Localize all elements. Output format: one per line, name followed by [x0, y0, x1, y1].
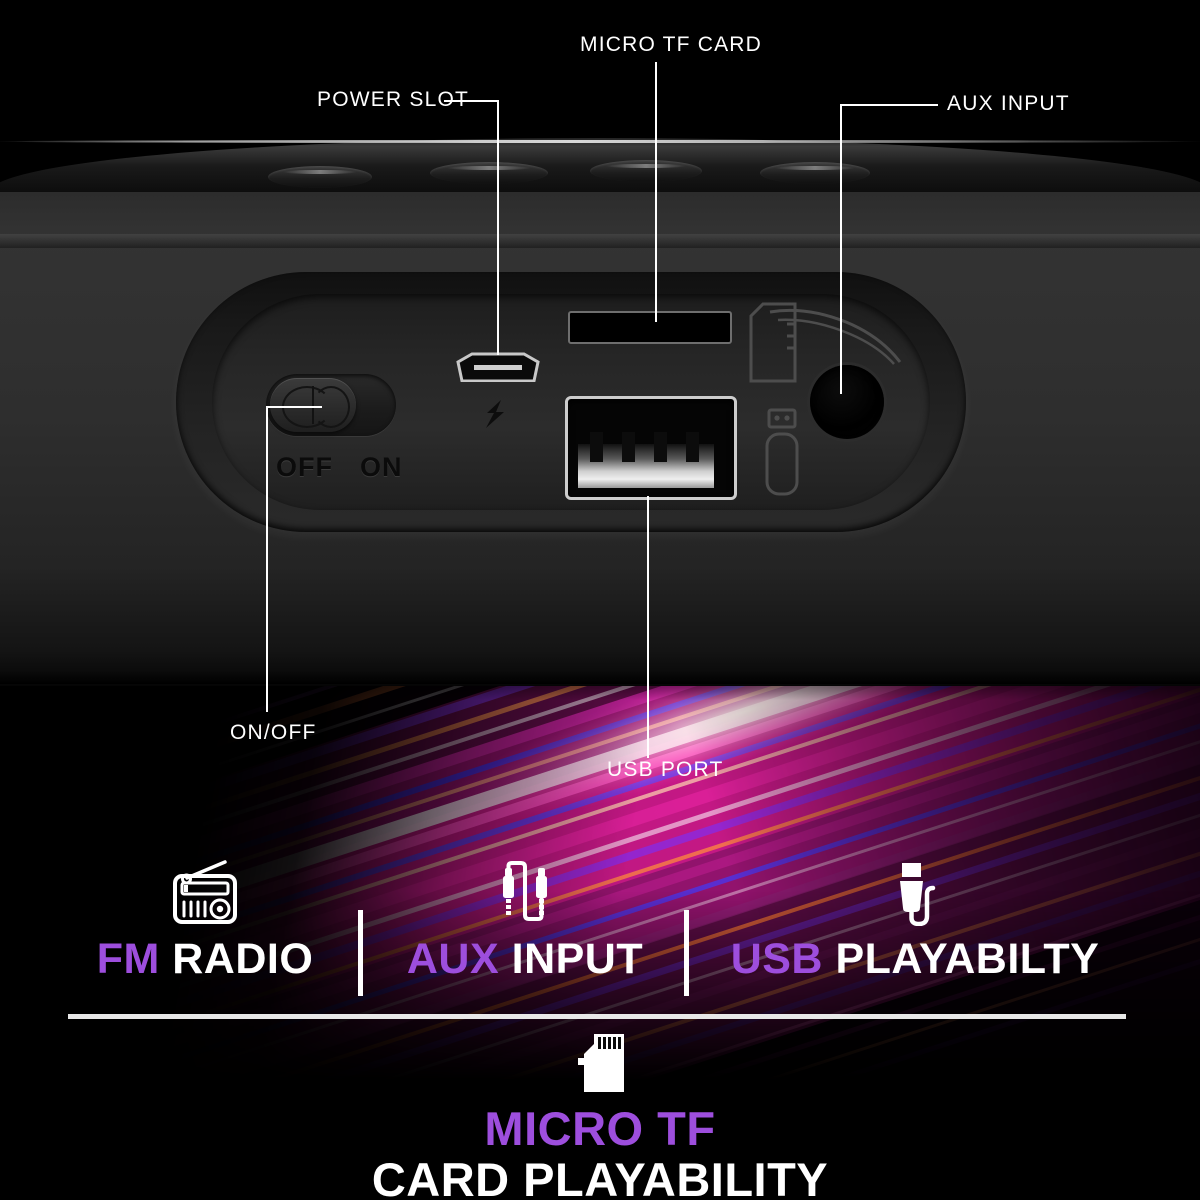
streak-bottom-fade — [0, 660, 1200, 1080]
fm-radio-icon — [60, 860, 350, 926]
lightning-bolt-icon — [486, 400, 504, 428]
callout-micro-tf-card: MICRO TF CARD — [580, 33, 763, 56]
usb-connector-icon — [700, 860, 1130, 926]
feature-micro-tf-line2: CARD PLAYABILITY — [0, 1152, 1200, 1200]
feature-micro-tf-line1: MICRO TF — [0, 1102, 1200, 1155]
feature-fm-radio-plain: RADIO — [172, 935, 314, 983]
switch-off-label: OFF — [276, 452, 333, 482]
callout-aux-input: AUX INPUT — [947, 92, 1070, 115]
feature-usb-playability-text: USB PLAYABILTY — [700, 938, 1130, 981]
usb-a-port[interactable] — [565, 396, 737, 500]
speaker-top-button-4 — [760, 162, 870, 184]
callout-on-off: ON/OFF — [230, 721, 317, 744]
power-slider-switch[interactable] — [266, 374, 396, 436]
feature-usb-playability-accent: USB — [730, 935, 823, 983]
callout-power-slot: POWER SLOT — [317, 88, 470, 111]
feature-aux-input-accent: AUX — [406, 935, 500, 983]
power-slot-leader-v — [497, 100, 499, 355]
feature-usb-playability[interactable]: USB PLAYABILTY — [700, 860, 1130, 981]
tf-card-slot[interactable] — [568, 311, 732, 344]
micro-sd-card-icon — [0, 1032, 1200, 1094]
headphone-plug-outline-icon — [769, 308, 902, 365]
speaker-top-button-1 — [268, 166, 372, 188]
tf-card-outline-icon — [749, 302, 797, 383]
feature-aux-input[interactable]: AUX INPUT — [380, 860, 670, 981]
aux-3-5mm-jack[interactable] — [810, 365, 884, 439]
feature-micro-tf-card[interactable]: MICRO TF CARD PLAYABILITY — [0, 1032, 1200, 1200]
switch-arc-right — [312, 386, 350, 428]
power-slot-leader-h — [444, 100, 499, 102]
aux-cable-icon — [380, 860, 670, 926]
feature-usb-playability-plain: PLAYABILTY — [835, 935, 1100, 983]
on-off-leader-v — [266, 406, 268, 712]
speaker-top-highlight — [0, 140, 1200, 143]
feature-fm-radio-accent: FM — [96, 935, 160, 983]
callout-usb-port: USB PORT — [607, 758, 724, 781]
speaker-top-button-2 — [430, 162, 548, 184]
speaker-bottom-edge — [0, 672, 1200, 684]
aux-input-leader-v — [840, 104, 842, 394]
feature-fm-radio-text: FM RADIO — [60, 938, 350, 981]
usb-port-leader-v — [647, 496, 649, 758]
feature-divider-2 — [684, 910, 689, 996]
usb-flash-drive-outline-icon — [765, 408, 799, 496]
speaker-top-button-3 — [590, 160, 702, 182]
light-streaks-background — [0, 660, 1200, 1080]
feature-micro-tf-plain: CARD PLAYABILITY — [371, 1152, 829, 1200]
feature-micro-tf-accent: MICRO TF — [484, 1102, 716, 1155]
micro-usb-port-icon[interactable] — [456, 352, 540, 382]
feature-horizontal-divider — [68, 1014, 1126, 1019]
switch-center-line — [312, 386, 314, 424]
switch-on-label: ON — [360, 452, 403, 482]
feature-fm-radio[interactable]: FM RADIO — [60, 860, 350, 981]
micro-tf-card-leader-v — [655, 62, 657, 322]
feature-row: FM RADIO — [0, 860, 1200, 995]
on-off-leader-h — [266, 406, 322, 408]
speaker-seam — [0, 234, 1200, 248]
power-slider-knob[interactable] — [270, 378, 356, 432]
feature-divider-1 — [358, 910, 363, 996]
usb-contact-tongue — [578, 432, 714, 488]
feature-aux-input-text: AUX INPUT — [380, 938, 670, 981]
aux-input-leader-h — [840, 104, 938, 106]
feature-aux-input-plain: INPUT — [511, 935, 644, 983]
